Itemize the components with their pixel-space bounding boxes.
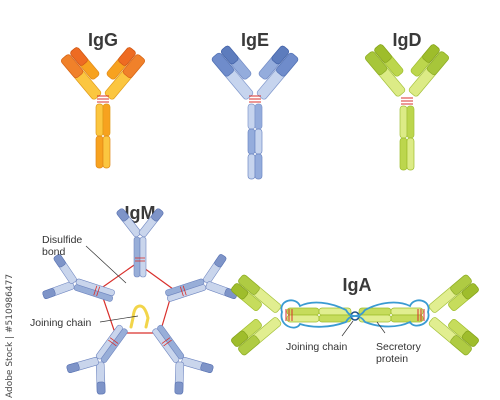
igm-monomer — [116, 208, 164, 278]
igg-left-arm — [61, 47, 102, 100]
iga-secretory-protein — [280, 299, 430, 329]
igg-right-arm — [104, 47, 145, 100]
ige-antibody: IgE — [211, 30, 299, 180]
igd-antibody: IgD — [365, 30, 449, 171]
igm-monomer — [165, 254, 238, 302]
iga-dimer: IgA — [231, 274, 479, 365]
iga-right-monomer — [358, 274, 479, 356]
igd-title: IgD — [393, 30, 422, 50]
igd-disulfide-bonds — [401, 97, 413, 105]
igm-joining-chain-leader — [99, 315, 139, 323]
iga-title: IgA — [343, 275, 372, 295]
igd-left-arm — [365, 44, 406, 97]
ige-left-arm — [211, 45, 254, 100]
igm-monomer — [42, 254, 115, 302]
igg-antibody: IgG — [61, 30, 145, 169]
secretory-protein-label: Secretory protein — [376, 341, 424, 365]
disulfide-bond-label: Disulfide bond — [42, 234, 85, 258]
ige-title: IgE — [241, 30, 269, 50]
igg-disulfide-bonds — [97, 95, 109, 103]
iga-joining-chain-label: Joining chain — [286, 341, 347, 353]
ige-right-arm — [256, 45, 299, 100]
igm-joining-chain — [129, 304, 150, 329]
watermark-text: Adobe Stock | #510986477 — [5, 274, 15, 398]
igm-pentamer: IgM — [30, 203, 238, 395]
igm-monomer — [152, 324, 214, 395]
igd-stem — [399, 105, 415, 171]
igm-joining-chain-label: Joining chain — [30, 317, 91, 329]
igg-stem — [95, 103, 111, 169]
igm-title: IgM — [125, 203, 156, 223]
disulfide-bond-leader — [85, 245, 127, 284]
igd-right-arm — [408, 44, 449, 97]
ige-stem — [247, 103, 263, 180]
iga-left-monomer — [231, 274, 352, 356]
igm-disulfide-pentagon — [99, 262, 174, 334]
igg-title: IgG — [88, 30, 118, 50]
iga-joining-chain-leader — [341, 320, 354, 337]
ige-disulfide-bonds — [249, 95, 261, 103]
igm-monomer — [66, 324, 128, 395]
secretory-protein-leader — [376, 321, 386, 334]
